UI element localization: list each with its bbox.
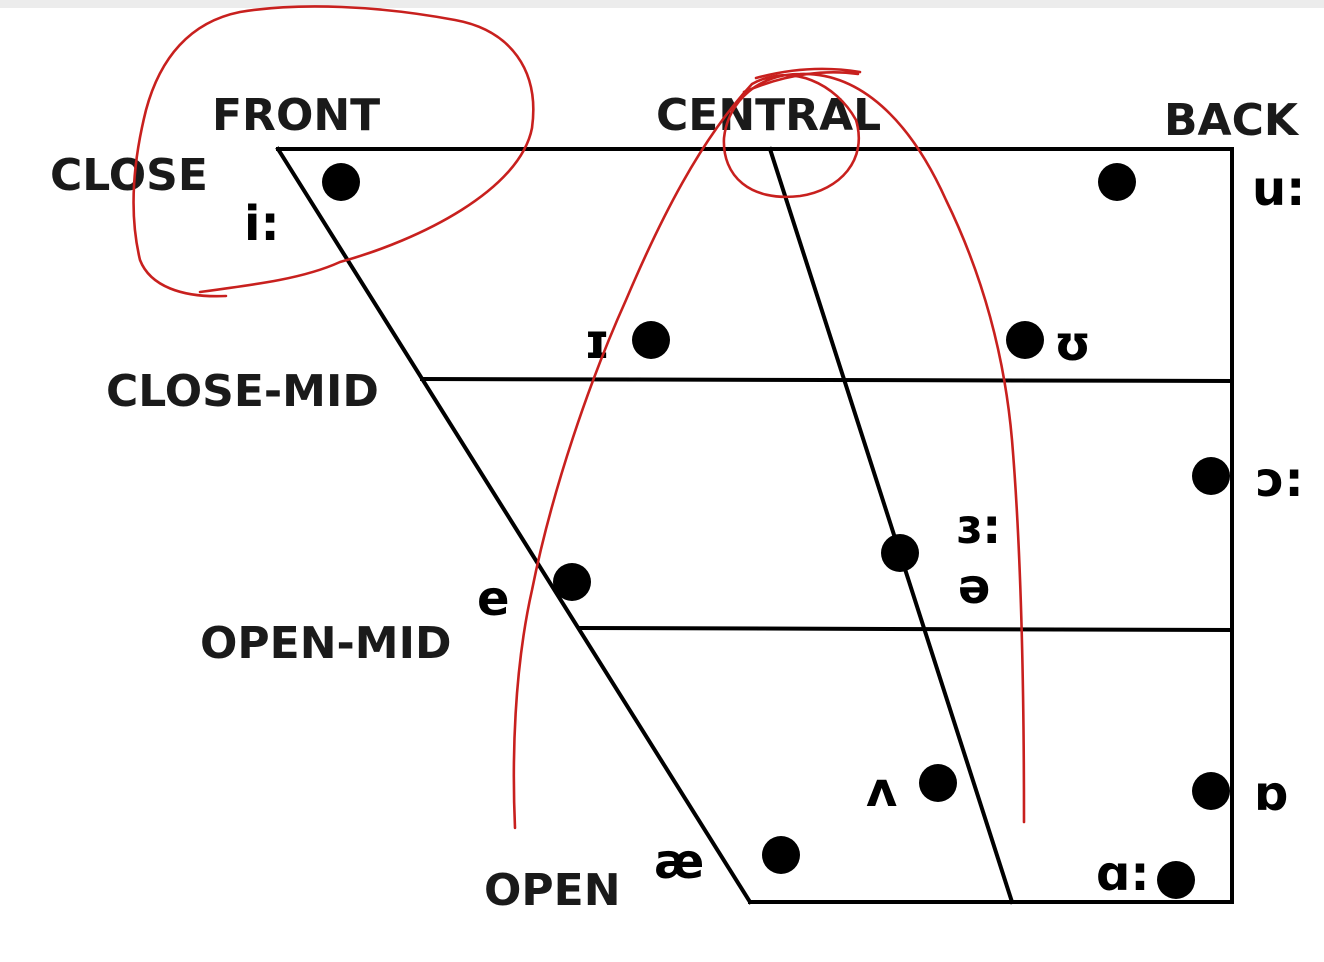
central-loop-annotation — [512, 72, 1026, 830]
dot-ae — [762, 836, 800, 874]
front-line — [275, 146, 753, 905]
dot-i-long — [322, 163, 360, 201]
dot-er-long — [881, 534, 919, 572]
symbol-turned-a: ɒ — [1254, 766, 1288, 822]
open-mid-label: OPEN-MID — [200, 618, 451, 669]
symbol-a-long: ɑ: — [1096, 846, 1150, 902]
dot-open-o-long — [1192, 457, 1230, 495]
dot-turned-a — [1192, 772, 1230, 810]
front-close-circle-annotation — [132, 5, 535, 298]
symbol-ae: æ — [654, 834, 704, 890]
dot-small-i — [632, 321, 670, 359]
chart-frame — [275, 146, 1235, 905]
close-mid-label: CLOSE-MID — [106, 366, 379, 417]
dot-upsilon — [1006, 321, 1044, 359]
open-label: OPEN — [484, 865, 621, 916]
symbol-u-long: u: — [1252, 161, 1305, 217]
back-label: BACK — [1164, 95, 1300, 146]
central-line — [767, 146, 1015, 905]
symbol-upsilon: ʊ — [1054, 316, 1091, 372]
dot-a-long — [1157, 861, 1195, 899]
top-bar — [0, 0, 1324, 8]
open-mid-line — [577, 625, 1235, 633]
symbol-schwa: ə — [958, 559, 991, 615]
close-mid-line — [419, 376, 1235, 384]
dot-e — [553, 563, 591, 601]
close-label: CLOSE — [50, 150, 208, 201]
red-annotations — [132, 5, 1026, 830]
front-label: FRONT — [212, 90, 380, 141]
symbol-e: e — [477, 571, 510, 627]
dot-u-long — [1098, 163, 1136, 201]
symbol-er-long: ɜ: — [956, 499, 1001, 555]
symbol-open-o-long: ɔ: — [1256, 452, 1304, 508]
vowel-dots — [322, 163, 1230, 899]
dot-wedge — [919, 764, 957, 802]
symbol-small-i: ɪ — [584, 314, 610, 370]
central-top-scribble-annotation — [742, 67, 862, 94]
symbol-wedge: ʌ — [866, 762, 897, 818]
central-label: CENTRAL — [656, 90, 881, 141]
symbol-i-long: i: — [244, 196, 280, 252]
